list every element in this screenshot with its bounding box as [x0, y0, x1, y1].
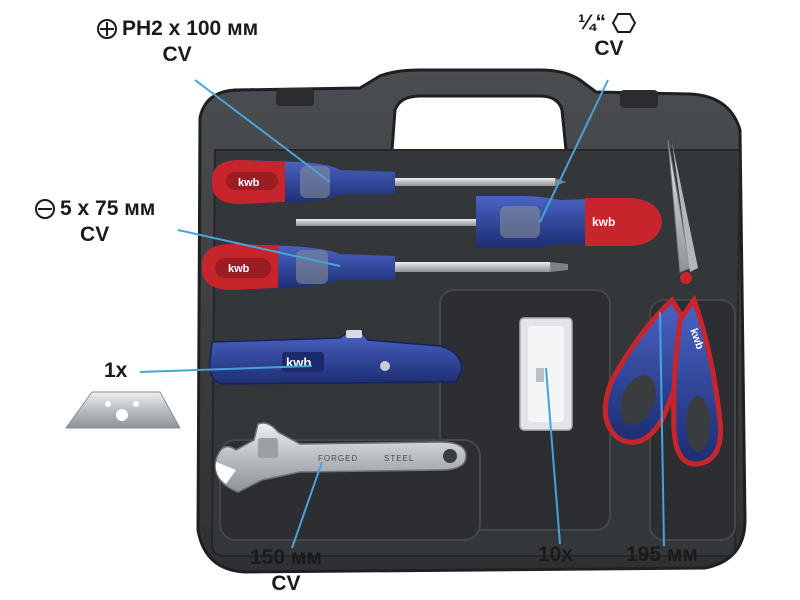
knife-count: 1x — [104, 359, 128, 382]
brand-logo-phillips: kwb — [238, 177, 260, 189]
leader-wrench — [291, 461, 323, 549]
leader-lines — [139, 79, 665, 549]
wrench-size: 150 мм — [250, 546, 322, 569]
hex-bit-screwdriver: kwb — [296, 196, 662, 248]
wrench-material: CV — [271, 572, 301, 595]
label-hex-bit: ¼“ CV — [578, 10, 640, 62]
phillips-head-icon — [97, 19, 117, 40]
phillips-material: CV — [162, 43, 192, 66]
label-phillips: PH2 x 100 мм CV — [96, 16, 258, 68]
leader-scissors — [659, 311, 665, 547]
slotted-spec: 5 x 75 мм — [60, 197, 156, 220]
label-scissors: 195 мм — [626, 542, 698, 568]
scissors-size: 195 мм — [626, 543, 698, 566]
phillips-spec: PH2 x 100 мм — [122, 17, 259, 40]
wrench-steel-text: STEEL — [384, 454, 414, 463]
scissors: kwb — [602, 139, 724, 467]
label-knife: 1x — [104, 358, 127, 384]
leader-phillips — [194, 79, 331, 183]
hex-spec: ¼“ — [578, 11, 607, 34]
hex-material: CV — [594, 37, 624, 60]
leader-hex — [539, 79, 609, 223]
hexagon-icon — [611, 13, 636, 34]
wrench-forged-text: FORGED — [318, 454, 358, 463]
slotted-screwdriver: kwb — [202, 244, 568, 290]
label-blades: 10x — [538, 542, 573, 568]
slotted-head-icon — [35, 199, 55, 220]
adjustable-wrench: FORGED STEEL — [214, 422, 467, 493]
spare-blade — [65, 391, 181, 429]
leader-knife — [139, 365, 313, 373]
blades-count: 10x — [538, 543, 574, 566]
brand-logo-slotted: kwb — [228, 263, 250, 275]
label-slotted: 5 x 75 мм CV — [34, 196, 155, 248]
leader-blades — [545, 367, 561, 545]
brand-logo-hex: kwb — [592, 215, 615, 229]
leader-slotted — [177, 229, 341, 267]
slotted-material: CV — [80, 223, 110, 246]
phillips-screwdriver: kwb — [212, 160, 566, 204]
utility-knife: kwb — [208, 330, 463, 385]
label-wrench: 150 мм CV — [250, 545, 322, 597]
